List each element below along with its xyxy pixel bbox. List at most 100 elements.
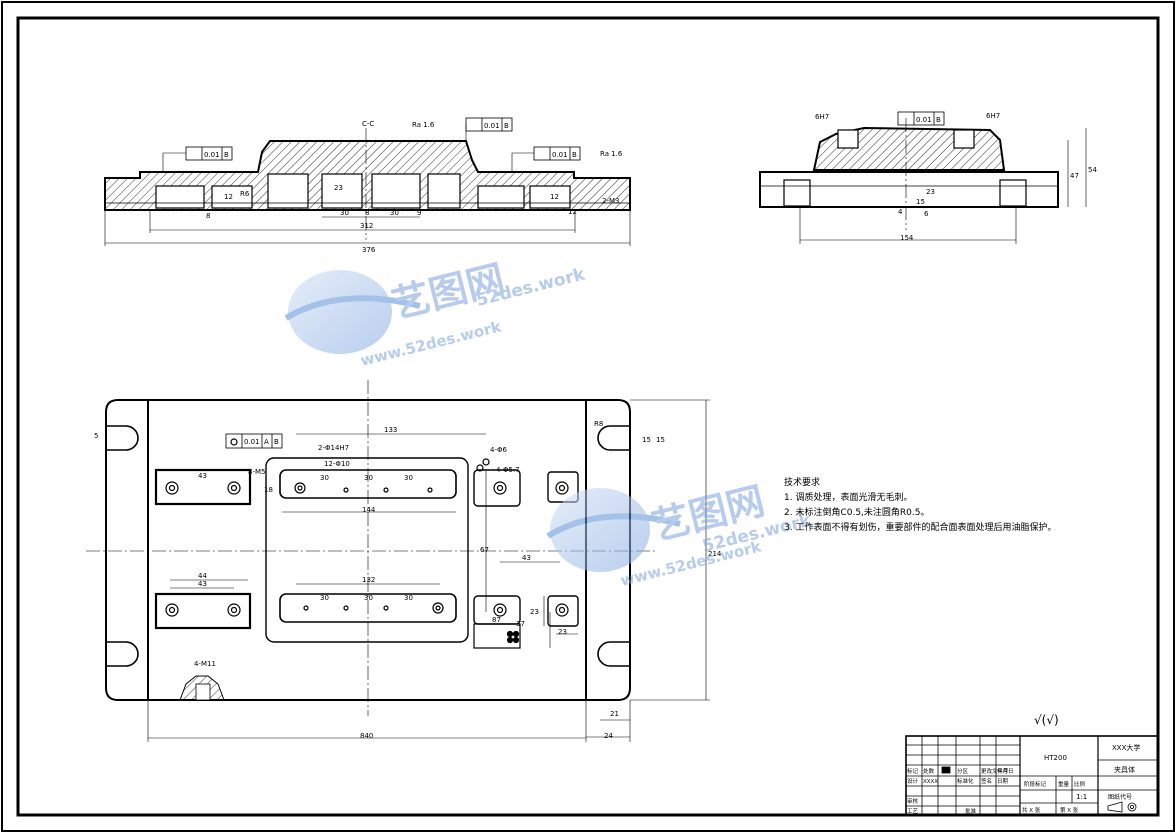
note-item: 1. 调质处理，表面光滑无毛刺。	[784, 493, 913, 503]
hole-callout: 8-M5	[248, 468, 265, 476]
note-item: 2. 未标注倒角C0.5,未注圆角R0.5。	[784, 508, 930, 518]
review-label: 审核	[907, 797, 919, 805]
dim-label: 87	[492, 616, 501, 624]
year-label: 年月日	[997, 767, 1014, 775]
datum-label: A	[264, 438, 269, 446]
dim-label: 5	[94, 432, 98, 440]
radius-callout: R8	[594, 420, 603, 428]
top-view-holes	[165, 438, 569, 644]
dim-label: 37	[516, 620, 525, 628]
dim-label: 30	[404, 474, 413, 482]
title-block-text: HT200 XXX大学 夹具体 图纸代号 阶段标记 重量 比例 1:1 共 X …	[907, 743, 1140, 815]
dim-label: 154	[900, 234, 914, 242]
dim-label: 54	[1088, 166, 1097, 174]
dim-label: 12	[550, 193, 559, 201]
dim-label: 47	[1070, 172, 1079, 180]
hole-callout: 4-Φ6	[490, 446, 507, 454]
hole-callout: 4-Φ5.7	[496, 466, 520, 474]
weight-label: 重量	[1058, 780, 1070, 788]
dim-label: 4	[898, 208, 903, 216]
std-label: 标准化	[957, 777, 974, 785]
dim-label: 43	[198, 580, 207, 588]
scale-label: 比例	[1074, 780, 1086, 788]
dim-label: 23	[334, 184, 343, 192]
dim-label: 2-M3	[602, 197, 619, 205]
material-label: HT200	[1044, 754, 1067, 762]
dim-label: 9	[417, 209, 421, 217]
dim-label: 43	[522, 554, 531, 562]
sign-label: 签名	[981, 777, 992, 785]
dim-label: 23	[530, 608, 539, 616]
dim-label: 30	[364, 594, 373, 602]
process-label: 工艺	[907, 808, 919, 815]
datum-label: B	[274, 438, 279, 446]
dim-label: 30	[320, 474, 329, 482]
flatness-value: 0.01	[204, 151, 220, 159]
dim-label: 15	[916, 198, 925, 206]
technical-requirements: 技术要求 1. 调质处理，表面光滑无毛刺。 2. 未标注倒角C0.5,未注圆角R…	[784, 476, 1056, 536]
scale-value: 1:1	[1076, 793, 1087, 801]
date-label: 日期	[997, 778, 1009, 785]
flatness-value: 0.01	[484, 122, 500, 130]
dim-label: 30	[340, 209, 349, 217]
watermark: 艺图网 52des.work www.52des.work 艺图网 52des.…	[284, 256, 814, 590]
front-section-view	[104, 117, 631, 246]
dim-label: 43	[198, 472, 207, 480]
dim-label: 132	[362, 576, 375, 584]
dim-label: 30	[404, 594, 413, 602]
top-view-labels: 0.01 A B 2-Φ14H7 12-Φ10 8-M5 4-Φ6 4-Φ5.7…	[94, 420, 722, 740]
note-item: 3. 工作表面不得有划伤，重要部件的配合面表面处理后用油脂保护。	[784, 523, 1057, 533]
dim-label: 30	[320, 594, 329, 602]
dim-label: 214	[708, 550, 722, 558]
side-section-view	[759, 111, 1087, 244]
dim-label: 840	[360, 732, 373, 740]
fit-label: 6H7	[986, 112, 1000, 120]
doc-label: 更改文件号	[981, 767, 1009, 775]
zone-label: 分区	[957, 767, 969, 775]
count-label: 处数	[923, 767, 935, 775]
dim-label: 24	[604, 732, 613, 740]
section-label: C-C	[362, 120, 374, 128]
part-name: 夹具体	[1114, 765, 1135, 774]
roughness-label: Ra 1.6	[412, 121, 435, 129]
dim-label: 6	[924, 210, 929, 218]
designer-label: 设计	[907, 777, 919, 785]
stage-label: 阶段标记	[1024, 780, 1047, 788]
dim-label: 312	[360, 222, 373, 230]
dim-label: 12	[568, 208, 577, 216]
dim-label: 18	[264, 486, 273, 494]
mark-label: 标记	[907, 767, 919, 775]
surface-finish-text: √(√)	[1034, 713, 1059, 727]
school-name: XXX大学	[1112, 743, 1140, 752]
dim-label: 21	[610, 710, 619, 718]
designer-name: XXXX	[923, 779, 938, 785]
dim-label: 30	[364, 474, 373, 482]
dim-label: 23	[926, 188, 935, 196]
dim-label: 8	[365, 209, 369, 217]
fit-label: 6H7	[815, 113, 829, 121]
sheet-count: 共 X 张	[1022, 806, 1041, 814]
flatness-value: 0.01	[916, 116, 932, 124]
dim-label: 15	[642, 436, 651, 444]
dim-label: 144	[362, 506, 376, 514]
position-value: 0.01	[244, 438, 260, 446]
roughness-label: Ra 1.6	[600, 150, 623, 158]
hole-callout: 12-Φ10	[324, 460, 350, 468]
datum-label: B	[572, 151, 577, 159]
dim-label: 376	[362, 246, 376, 254]
dim-label: 8	[206, 212, 210, 220]
hole-callout: 2-Φ14H7	[318, 444, 349, 452]
drawing-no-label: 图纸代号	[1108, 793, 1132, 801]
side-view-labels: 6H7 6H7 0.01 B 154 54 47 23 15 6 4	[815, 112, 1097, 242]
hole-callout: 4-M11	[194, 660, 216, 668]
datum-label: B	[936, 116, 941, 124]
surface-finish-symbol: √(√)	[1034, 713, 1059, 727]
dim-label: 133	[384, 426, 397, 434]
dim-label: 30	[390, 209, 399, 217]
title-block	[905, 735, 1159, 816]
dim-label: 23	[558, 628, 567, 636]
datum-label: B	[504, 122, 509, 130]
notes-title: 技术要求	[784, 478, 821, 488]
